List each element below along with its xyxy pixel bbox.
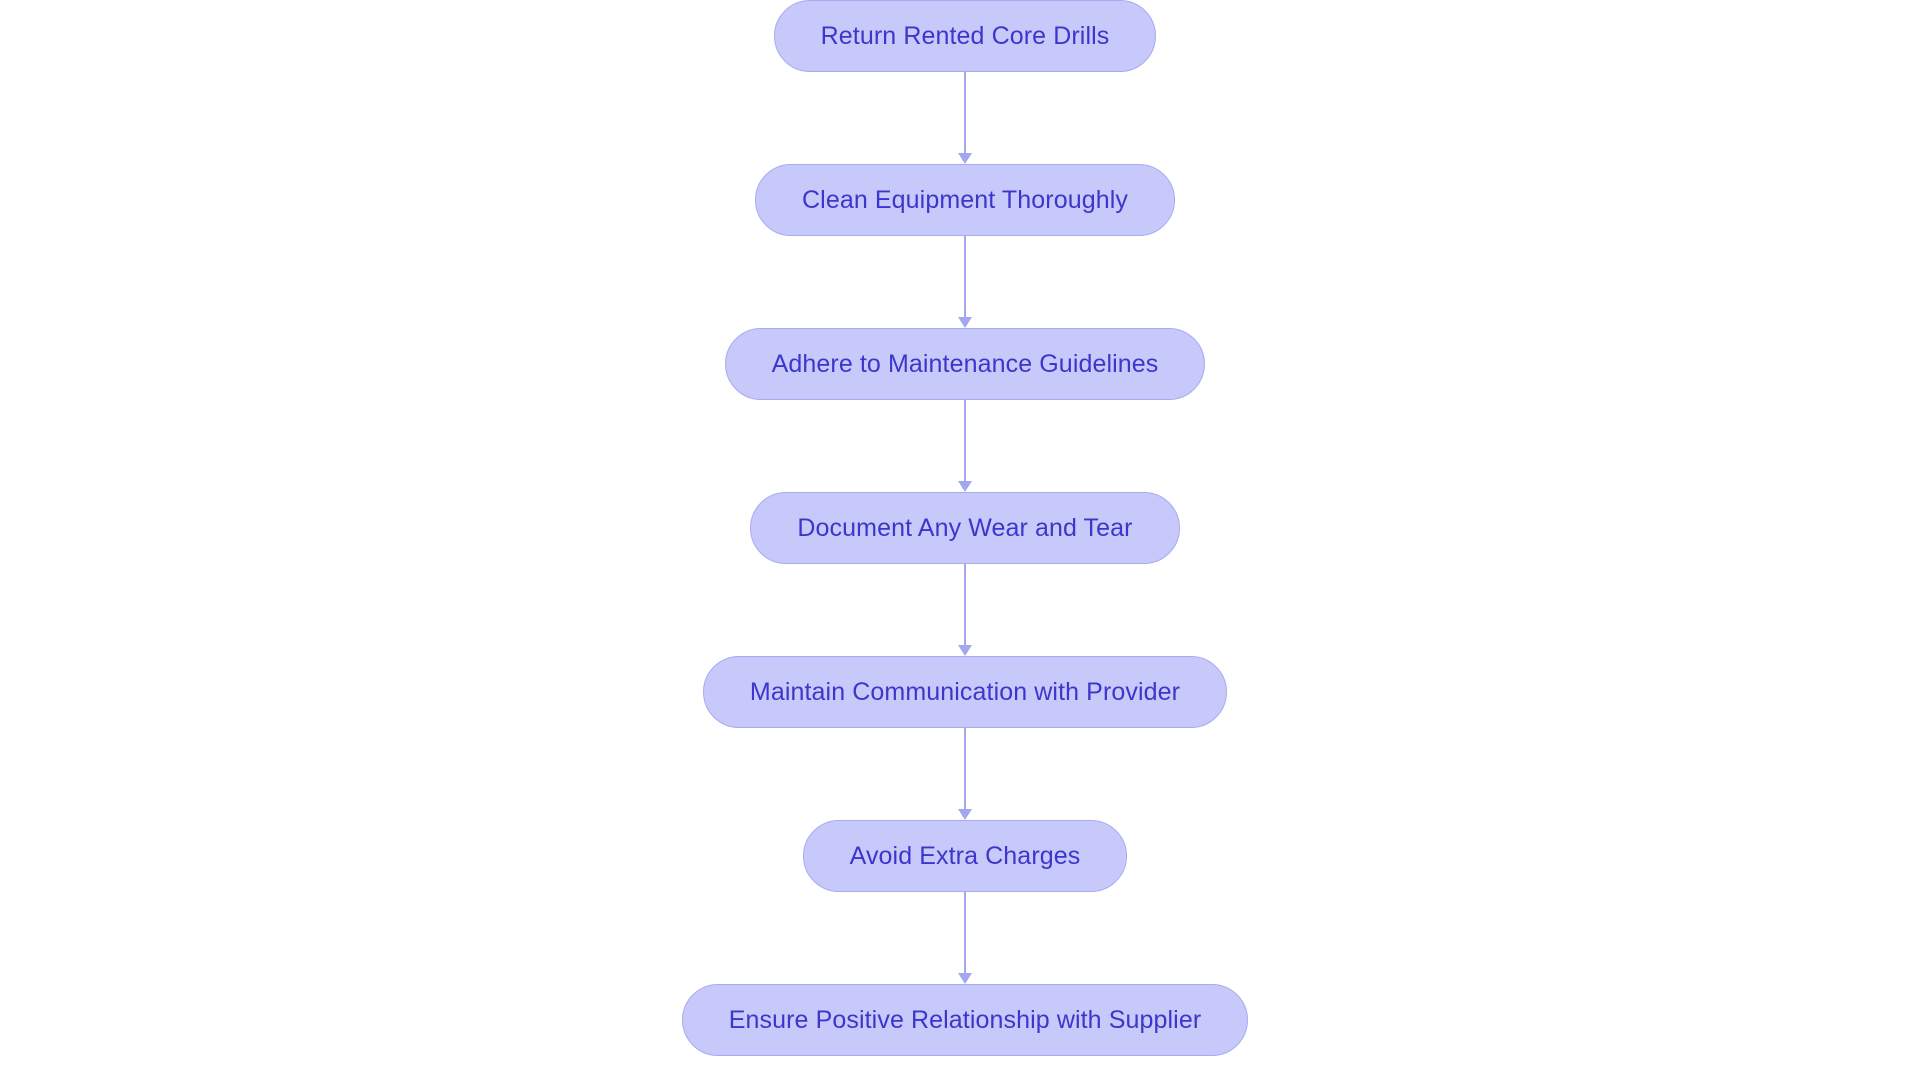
flow-node-avoid-extra-charges[interactable]: Avoid Extra Charges [802, 820, 1128, 892]
flow-node-label: Adhere to Maintenance Guidelines [771, 349, 1159, 378]
flow-node-maintain-communication-with-provider[interactable]: Maintain Communication with Provider [702, 656, 1228, 728]
arrow-line [964, 236, 966, 318]
arrowhead-down-icon [958, 481, 972, 492]
arrow-line [964, 728, 966, 810]
flow-node-document-any-wear-and-tear[interactable]: Document Any Wear and Tear [750, 492, 1180, 564]
flow-arrow-6-to-7 [958, 892, 972, 984]
flow-step-5: Maintain Communication with Provider [0, 656, 1920, 728]
arrowhead-down-icon [958, 317, 972, 328]
arrow-line [964, 72, 966, 154]
arrowhead-down-icon [958, 645, 972, 656]
flow-step-1: Return Rented Core Drills [0, 0, 1920, 72]
flow-arrow-2-to-3 [958, 236, 972, 328]
arrow-line [964, 564, 966, 646]
arrowhead-down-icon [958, 153, 972, 164]
arrowhead-down-icon [958, 809, 972, 820]
flow-step-2: Clean Equipment Thoroughly [0, 164, 1920, 236]
flow-step-7: Ensure Positive Relationship with Suppli… [0, 984, 1920, 1056]
arrow-line [964, 892, 966, 974]
flow-arrow-4-to-5 [958, 564, 972, 656]
flow-node-label: Ensure Positive Relationship with Suppli… [728, 1005, 1202, 1034]
flow-node-label: Return Rented Core Drills [820, 21, 1110, 50]
flow-node-label: Document Any Wear and Tear [797, 513, 1133, 542]
flow-step-3: Adhere to Maintenance Guidelines [0, 328, 1920, 400]
arrow-line [964, 400, 966, 482]
flow-node-label: Avoid Extra Charges [849, 841, 1081, 870]
flow-arrow-3-to-4 [958, 400, 972, 492]
flow-step-6: Avoid Extra Charges [0, 820, 1920, 892]
flow-node-label: Maintain Communication with Provider [749, 677, 1181, 706]
flow-arrow-5-to-6 [958, 728, 972, 820]
flow-node-return-rented-core-drills[interactable]: Return Rented Core Drills [773, 0, 1157, 72]
arrowhead-down-icon [958, 973, 972, 984]
flow-node-clean-equipment-thoroughly[interactable]: Clean Equipment Thoroughly [755, 164, 1175, 236]
flow-node-label: Clean Equipment Thoroughly [802, 185, 1128, 214]
flow-arrow-1-to-2 [958, 72, 972, 164]
flow-node-ensure-positive-relationship-with-supplier[interactable]: Ensure Positive Relationship with Suppli… [681, 984, 1249, 1056]
flow-node-adhere-to-maintenance-guidelines[interactable]: Adhere to Maintenance Guidelines [724, 328, 1206, 400]
flow-step-4: Document Any Wear and Tear [0, 492, 1920, 564]
